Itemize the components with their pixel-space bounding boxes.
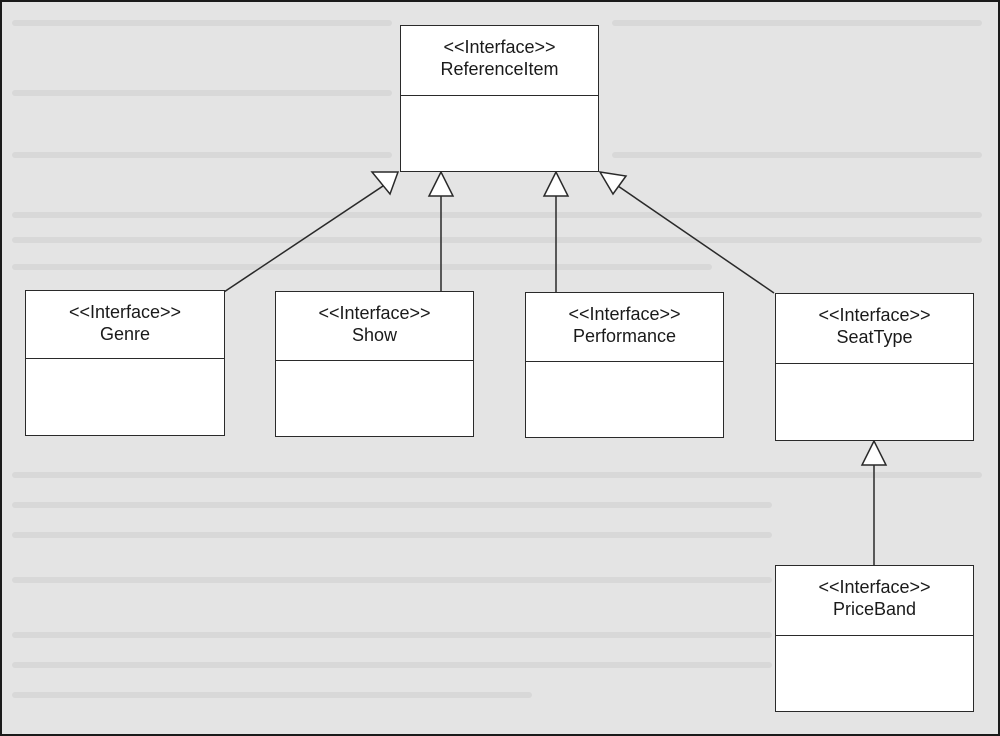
- priceband-generalization-arrowhead: [860, 439, 888, 466]
- class-header: <<Interface>> Genre: [26, 291, 224, 359]
- genre-generalization-line: [223, 183, 387, 293]
- background-text-line: [612, 20, 982, 26]
- class-box-referenceitem[interactable]: <<Interface>> ReferenceItem: [400, 25, 599, 172]
- background-text-line: [12, 472, 982, 478]
- background-text-line: [12, 264, 712, 270]
- stereotype-label: <<Interface>>: [818, 577, 931, 597]
- class-box-seattype[interactable]: <<Interface>> SeatType: [775, 293, 974, 441]
- class-name: Show: [351, 325, 398, 345]
- class-name: PriceBand: [832, 599, 917, 619]
- stereotype-label: <<Interface>>: [318, 303, 431, 323]
- class-box-performance[interactable]: <<Interface>> Performance: [525, 292, 724, 438]
- class-name: Genre: [99, 324, 151, 344]
- background-text-line: [12, 577, 772, 583]
- background-text-line: [12, 692, 532, 698]
- class-header: <<Interface>> Performance: [526, 293, 723, 362]
- background-text-line: [612, 152, 982, 158]
- class-box-show[interactable]: <<Interface>> Show: [275, 291, 474, 437]
- stereotype-label: <<Interface>>: [818, 305, 931, 325]
- show-generalization-arrowhead: [427, 170, 455, 197]
- class-header: <<Interface>> SeatType: [776, 294, 973, 364]
- class-header: <<Interface>> PriceBand: [776, 566, 973, 636]
- background-text-line: [12, 662, 772, 668]
- background-text-line: [12, 632, 772, 638]
- background-text-line: [12, 152, 392, 158]
- background-text-line: [12, 20, 392, 26]
- seattype-generalization-line: [617, 185, 775, 294]
- class-header: <<Interface>> ReferenceItem: [401, 26, 598, 96]
- background-text-line: [12, 90, 392, 96]
- class-name: SeatType: [836, 327, 913, 347]
- class-header: <<Interface>> Show: [276, 292, 473, 361]
- class-box-genre[interactable]: <<Interface>> Genre: [25, 290, 225, 436]
- class-name: ReferenceItem: [440, 59, 559, 79]
- background-text-line: [12, 237, 982, 243]
- stereotype-label: <<Interface>>: [443, 37, 556, 57]
- class-box-priceband[interactable]: <<Interface>> PriceBand: [775, 565, 974, 712]
- stereotype-label: <<Interface>>: [568, 304, 681, 324]
- background-text-line: [12, 502, 772, 508]
- stereotype-label: <<Interface>>: [68, 302, 182, 322]
- background-text-line: [12, 212, 982, 218]
- genre-generalization-arrowhead: [370, 171, 400, 196]
- seattype-generalization-arrowhead: [598, 171, 628, 196]
- background-text-line: [12, 532, 772, 538]
- class-name: Performance: [572, 326, 677, 346]
- performance-generalization-arrowhead: [542, 170, 570, 197]
